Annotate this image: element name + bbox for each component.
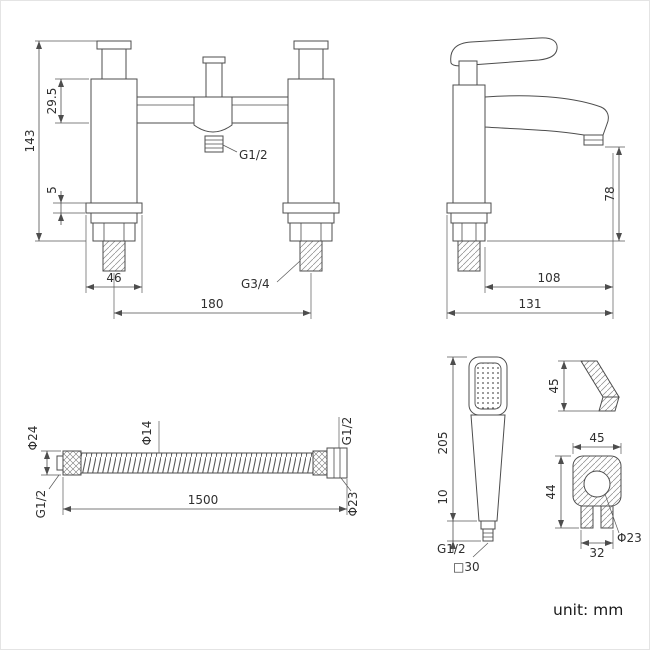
handshower-thread bbox=[482, 528, 494, 542]
right-hex-facets bbox=[300, 223, 322, 241]
right-pillar-body bbox=[287, 78, 335, 204]
handshower-spray-face bbox=[474, 362, 502, 410]
bracket-left-arm bbox=[580, 505, 594, 529]
dim-32-label: 32 bbox=[589, 546, 604, 560]
right-base-step bbox=[287, 212, 335, 224]
front-extension-lines bbox=[35, 40, 312, 319]
handshower-handle bbox=[470, 414, 506, 522]
dim-45-top-label: 45 bbox=[547, 378, 561, 393]
dim-108-label: 108 bbox=[538, 271, 561, 285]
dim-1500-label: 1500 bbox=[188, 493, 219, 507]
hose-nut-facets bbox=[333, 448, 341, 478]
side-extension-lines bbox=[446, 146, 625, 319]
left-base-step bbox=[90, 212, 138, 224]
bracket-top-view: 45 bbox=[547, 360, 620, 412]
handshower-extension-lines bbox=[447, 356, 489, 558]
dim-205-label: 205 bbox=[436, 432, 450, 455]
right-handle-cap bbox=[293, 40, 329, 50]
hose-nut bbox=[326, 447, 348, 479]
side-base-plate bbox=[446, 202, 492, 214]
left-hex-nut bbox=[92, 222, 136, 242]
handshower-square-label: □30 bbox=[453, 560, 480, 574]
hose-dia-label: Φ14 bbox=[140, 421, 154, 446]
leader-g34 bbox=[276, 260, 301, 283]
hose-extension-lines bbox=[41, 417, 352, 515]
leader-g12 bbox=[222, 144, 238, 153]
dim-29-5-label: 29.5 bbox=[45, 88, 59, 115]
bracket-right-arm bbox=[600, 505, 614, 529]
hose-nut-dia-label: Φ23 bbox=[346, 492, 360, 517]
unit-label: unit: mm bbox=[553, 601, 623, 619]
right-hex-nut bbox=[289, 222, 333, 242]
handshower-thread-lines bbox=[483, 532, 493, 538]
handshower-thread-label: G1/2 bbox=[437, 542, 466, 556]
side-hex-nut bbox=[452, 222, 486, 242]
hand-shower-view: 205 10 G1/2 □30 bbox=[436, 356, 508, 574]
mixer-front-view: 143 29.5 5 46 G1/2 G3/4 180 bbox=[23, 40, 340, 319]
diverter-knob bbox=[205, 62, 223, 98]
dim-180-label: 180 bbox=[201, 297, 224, 311]
right-inlet-shank bbox=[299, 240, 323, 272]
hose-bottom-thread-label: G1/2 bbox=[34, 490, 48, 519]
shower-hose-view: Φ24 Φ14 G1/2 G1/2 1500 Φ23 bbox=[26, 417, 360, 519]
dim-10-label: 10 bbox=[436, 489, 450, 504]
left-inlet-shank bbox=[102, 240, 126, 272]
hose-left-fitting bbox=[62, 450, 82, 476]
bracket-top-bar bbox=[580, 360, 620, 398]
dim-45-width-label: 45 bbox=[589, 431, 604, 445]
side-hex-facets bbox=[461, 223, 477, 241]
side-inlet-shank bbox=[457, 240, 481, 272]
right-base-plate bbox=[282, 202, 340, 214]
diverter-body bbox=[193, 96, 233, 133]
inlet-thread-label: G3/4 bbox=[241, 277, 270, 291]
hose-left-tip bbox=[56, 455, 64, 471]
shower-outlet-threads bbox=[205, 139, 223, 149]
dim-46-label: 46 bbox=[106, 271, 121, 285]
left-pillar-body bbox=[90, 78, 138, 204]
dim-143-label: 143 bbox=[23, 130, 37, 153]
hose-coil bbox=[80, 452, 314, 474]
hose-outer-dia-label: Φ24 bbox=[26, 426, 40, 451]
left-handle bbox=[101, 48, 127, 80]
bracket-hole bbox=[583, 470, 611, 498]
hose-top-thread-label: G1/2 bbox=[340, 417, 354, 446]
side-base-step bbox=[450, 212, 488, 224]
bracket-hole-dia-label: Φ23 bbox=[617, 531, 642, 545]
side-neck bbox=[458, 60, 478, 86]
dim-44-label: 44 bbox=[544, 484, 558, 499]
side-spout bbox=[484, 95, 609, 139]
mixer-side-view: 78 108 131 bbox=[446, 37, 625, 319]
dim-78-label: 78 bbox=[603, 186, 617, 201]
handshower-collar bbox=[480, 520, 496, 530]
left-hex-facets bbox=[103, 223, 125, 241]
dim-5-label: 5 bbox=[45, 186, 59, 194]
diverter-knob-cap bbox=[202, 56, 226, 64]
left-base-plate bbox=[85, 202, 143, 214]
bracket-top-foot bbox=[598, 396, 620, 412]
left-handle-cap bbox=[96, 40, 132, 50]
hose-right-fitting bbox=[312, 450, 328, 476]
right-handle bbox=[298, 48, 324, 80]
side-body bbox=[452, 84, 486, 204]
dim-131-label: 131 bbox=[519, 297, 542, 311]
shower-outlet-thread-label: G1/2 bbox=[239, 148, 268, 162]
bracket-front-view: 45 44 32 Φ23 bbox=[544, 431, 642, 560]
